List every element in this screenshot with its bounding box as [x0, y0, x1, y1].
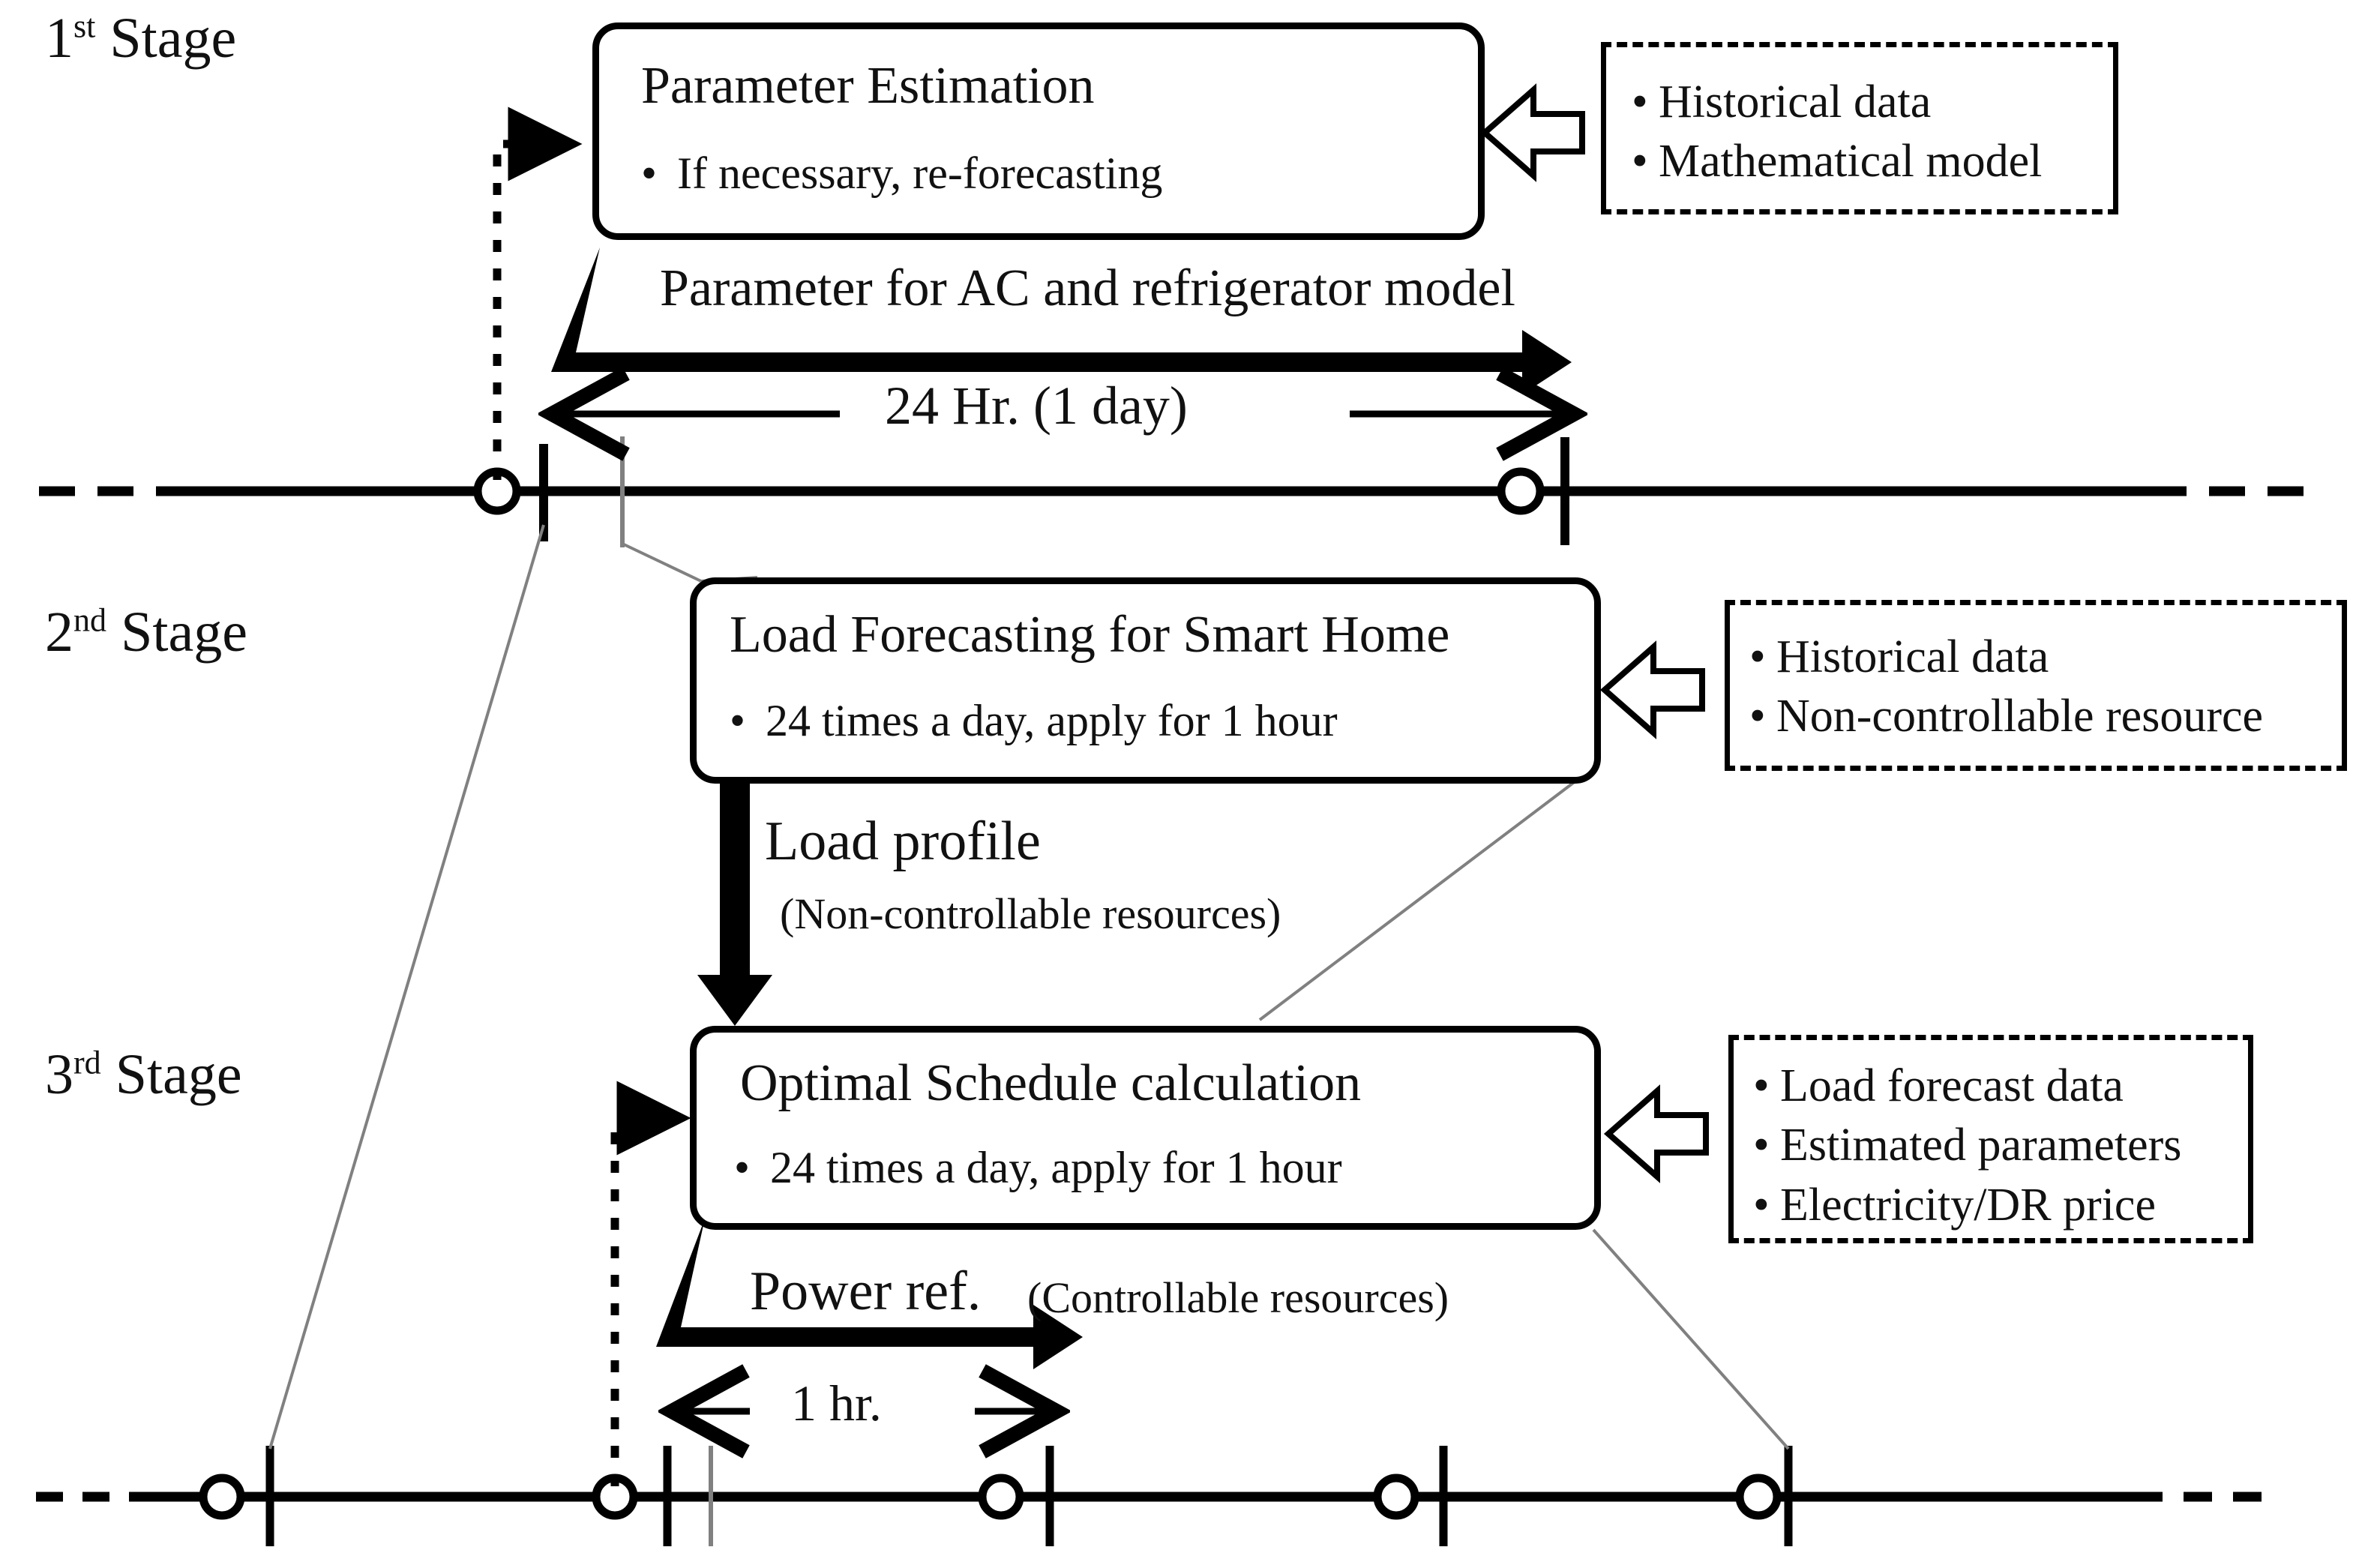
box2-bullet-row: • 24 times a day, apply for 1 hour: [730, 695, 1338, 747]
box1-bullet-text: If necessary, re-forecasting: [677, 148, 1163, 198]
callout-box-stage2: Historical data Non-controllable resourc…: [1725, 600, 2347, 771]
load-profile-sublabel: (Non-controllable resources): [780, 889, 1281, 938]
stage1-output-arrow: [551, 247, 1572, 394]
stage-suffix-1: st: [73, 7, 96, 45]
stage-label-1: 1st Stage: [45, 6, 236, 71]
process-box-load-forecasting[interactable]: Load Forecasting for Smart Home • 24 time…: [690, 577, 1601, 784]
callout-block-arrow-3: [1603, 1084, 1709, 1183]
hairline-connectors: [268, 524, 1790, 1450]
load-profile-label: Load profile: [765, 811, 1041, 872]
stage3-output-arrow: [656, 1219, 1083, 1369]
box3-bullet-text: 24 times a day, apply for 1 hour: [770, 1143, 1342, 1192]
callout-box-stage1: Historical data Mathematical model: [1601, 42, 2118, 214]
callout2-item-0: Historical data: [1749, 628, 2342, 687]
stage-ordinal-3: 3: [45, 1043, 73, 1106]
stage-ordinal-2: 2: [45, 601, 73, 664]
stage-label-2: 2nd Stage: [45, 600, 247, 665]
callout1-item-1: Mathematical model: [1632, 132, 2113, 191]
callout3-item-1: Estimated parameters: [1753, 1116, 2248, 1175]
bullet-dot-icon: •: [730, 696, 746, 745]
box2-title: Load Forecasting for Smart Home: [730, 606, 1450, 664]
callout-block-arrow-1: [1479, 83, 1585, 182]
process-box-parameter-estimation[interactable]: Parameter Estimation • If necessary, re-f…: [592, 22, 1485, 240]
process-box-optimal-schedule[interactable]: Optimal Schedule calculation • 24 times a…: [690, 1026, 1601, 1230]
feedback-arrow-stage3: [610, 1081, 691, 1486]
bullet-dot-icon: •: [641, 148, 658, 198]
callout-box-stage3: Load forecast data Estimated parameters …: [1728, 1035, 2253, 1243]
stage-word-1: Stage: [109, 7, 237, 70]
load-profile-arrow: [697, 780, 772, 1026]
stage-label-3: 3rd Stage: [45, 1042, 242, 1108]
stage-word-3: Stage: [115, 1043, 242, 1106]
stage-suffix-3: rd: [73, 1044, 101, 1081]
stage-word-2: Stage: [121, 601, 247, 664]
bullet-dot-icon: •: [734, 1143, 751, 1192]
box1-bullet-row: • If necessary, re-forecasting: [641, 148, 1162, 199]
box3-bullet-row: • 24 times a day, apply for 1 hour: [734, 1142, 1342, 1194]
stage-ordinal-1: 1: [45, 7, 73, 70]
callout3-item-2: Electricity/DR price: [1753, 1176, 2248, 1235]
box2-bullet-text: 24 times a day, apply for 1 hour: [766, 696, 1338, 745]
stage1-output-label: Parameter for AC and refrigerator model: [660, 259, 1515, 317]
bottom-timeline: [36, 1446, 2262, 1546]
timeline-span-label-24hr: 24 Hr. (1 day): [885, 376, 1188, 436]
top-timeline: [39, 436, 2304, 547]
power-ref-label: Power ref.: [750, 1261, 982, 1322]
box3-title: Optimal Schedule calculation: [740, 1054, 1362, 1112]
callout3-item-0: Load forecast data: [1753, 1057, 2248, 1116]
feedback-arrow-stage1: [493, 106, 583, 480]
timeline-span-label-1hr: 1 hr.: [791, 1375, 882, 1432]
box1-title: Parameter Estimation: [641, 57, 1095, 115]
stage-suffix-2: nd: [73, 601, 107, 639]
callout-block-arrow-2: [1599, 640, 1705, 739]
callout1-item-0: Historical data: [1632, 73, 2113, 132]
power-ref-sublabel: (Controllable resources): [1027, 1273, 1449, 1322]
callout2-item-1: Non-controllable resource: [1749, 687, 2342, 746]
